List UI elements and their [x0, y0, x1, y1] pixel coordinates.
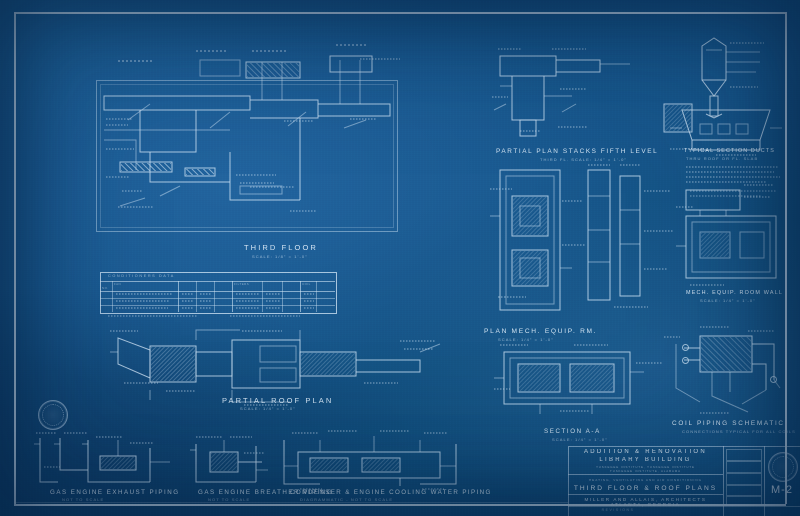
schedule-title: CONDITIONERS DATA	[108, 274, 175, 278]
grille-hatch-1	[121, 163, 171, 171]
grille-hatch-2	[186, 169, 214, 175]
drawing-subtitle-partial-roof: SCALE: 1/4" = 1'-0"	[240, 406, 296, 411]
sheet-border-top	[14, 12, 786, 14]
sheet-number: M-2	[771, 484, 793, 496]
stack-hatch-1	[247, 63, 299, 77]
drawing-title-gas-breather: GAS ENGINE BREATHER PIPING	[198, 489, 334, 496]
drawing-title-section-aa: SECTION A-A	[544, 428, 601, 435]
drawing-subtitle-section-aa: SCALE: 1/4" = 1'-0"	[552, 437, 608, 442]
field-box-date	[726, 449, 762, 461]
drawing-title-third-floor: THIRD FLOOR	[244, 243, 318, 252]
revisions-label: REVISIONS	[601, 508, 635, 512]
drawing-title-partial-roof: PARTIAL ROOF PLAN	[222, 396, 334, 405]
field-box-checked	[726, 485, 762, 496]
drawing-subtitle-coil-piping: CONNECTIONS TYPICAL FOR ALL COILS	[682, 429, 796, 434]
title-block-outline	[568, 446, 800, 516]
valve-symbol-3	[770, 376, 777, 383]
sheet-title: THIRD FLOOR & ROOF PLANS	[573, 485, 718, 492]
sheet-border-bottom	[14, 504, 786, 506]
drawing-subtitle-mech-wall: SCALE: 1/4" = 1'-0"	[700, 298, 756, 303]
third-floor-outline	[96, 80, 398, 232]
schedule-group-coil: COIL	[302, 282, 311, 286]
field-box-scale	[726, 461, 762, 473]
project-line4: TUSKEGEE INSTITUTE, ALABAMA	[610, 469, 681, 473]
sheet-border-left	[14, 12, 16, 504]
drawing-subtitle-gas-breather: NOT TO SCALE	[208, 497, 251, 502]
schedule-group-fan: FAN	[114, 282, 122, 286]
sheet-border-right	[785, 12, 787, 504]
architect-line1: MILLER AND ALLAIS, ARCHITECTS	[584, 497, 707, 502]
architect-seal-left	[38, 400, 68, 430]
registration-seal	[768, 452, 798, 482]
drawing-title-partial-stacks: PARTIAL PLAN STACKS FIFTH LEVEL	[496, 148, 659, 155]
valve-symbol-2	[682, 357, 689, 364]
field-box-drawn	[726, 473, 762, 485]
drawing-title-typ-section: TYPICAL SECTION DUCTS	[684, 148, 775, 154]
drawing-subtitle-gas-exhaust: NOT TO SCALE	[62, 497, 105, 502]
schedule-group-filters: FILTERS	[234, 282, 250, 286]
drawing-title-cond-water: CONDENSER & ENGINE COOLING WATER PIPING	[290, 489, 492, 496]
drawing-subtitle-plan-mech: SCALE: 1/4" = 1'-0"	[498, 337, 554, 342]
third-floor-inner-wall	[100, 84, 394, 228]
drawing-subtitle-partial-stacks: THIRD FL. SCALE: 1/4" = 1'-0"	[540, 157, 627, 162]
project-line1: ADDITION & RENOVATION	[583, 449, 708, 455]
drawing-title-plan-mech: PLAN MECH. EQUIP. RM.	[484, 328, 598, 335]
drawing-title-gas-exhaust: GAS ENGINE EXHAUST PIPING	[50, 489, 180, 496]
project-line3: TUSKEGEE INSTITUTE, TUSKEGEE INSTITUTE	[596, 465, 695, 469]
drawing-title-mech-wall: MECH. EQUIP. ROOM WALL	[686, 290, 784, 296]
project-line2: LIBRARY BUILDING	[599, 457, 692, 463]
title-block: ADDITION & RENOVATION LIBRARY BUILDING T…	[568, 446, 800, 516]
discipline-line: HEATING, VENTILATING AND AIR CONDITIONIN…	[588, 478, 703, 482]
drawing-subtitle-typ-section: THRU ROOF OR FL. SLAB	[686, 156, 759, 161]
architect-line2: ATLANTA, GEORGIA	[610, 502, 681, 507]
field-box-jobno	[726, 496, 762, 506]
schedule-outline	[100, 272, 337, 314]
drawing-title-coil-piping: COIL PIPING SCHEMATIC	[672, 420, 785, 427]
drawing-subtitle-cond-water: DIAGRAMMATIC - NOT TO SCALE	[300, 497, 394, 502]
valve-symbol-1	[682, 344, 689, 351]
drawing-subtitle-third-floor: SCALE: 1/8" = 1'-0"	[252, 254, 308, 259]
schedule-col-no: NO.	[102, 286, 109, 290]
